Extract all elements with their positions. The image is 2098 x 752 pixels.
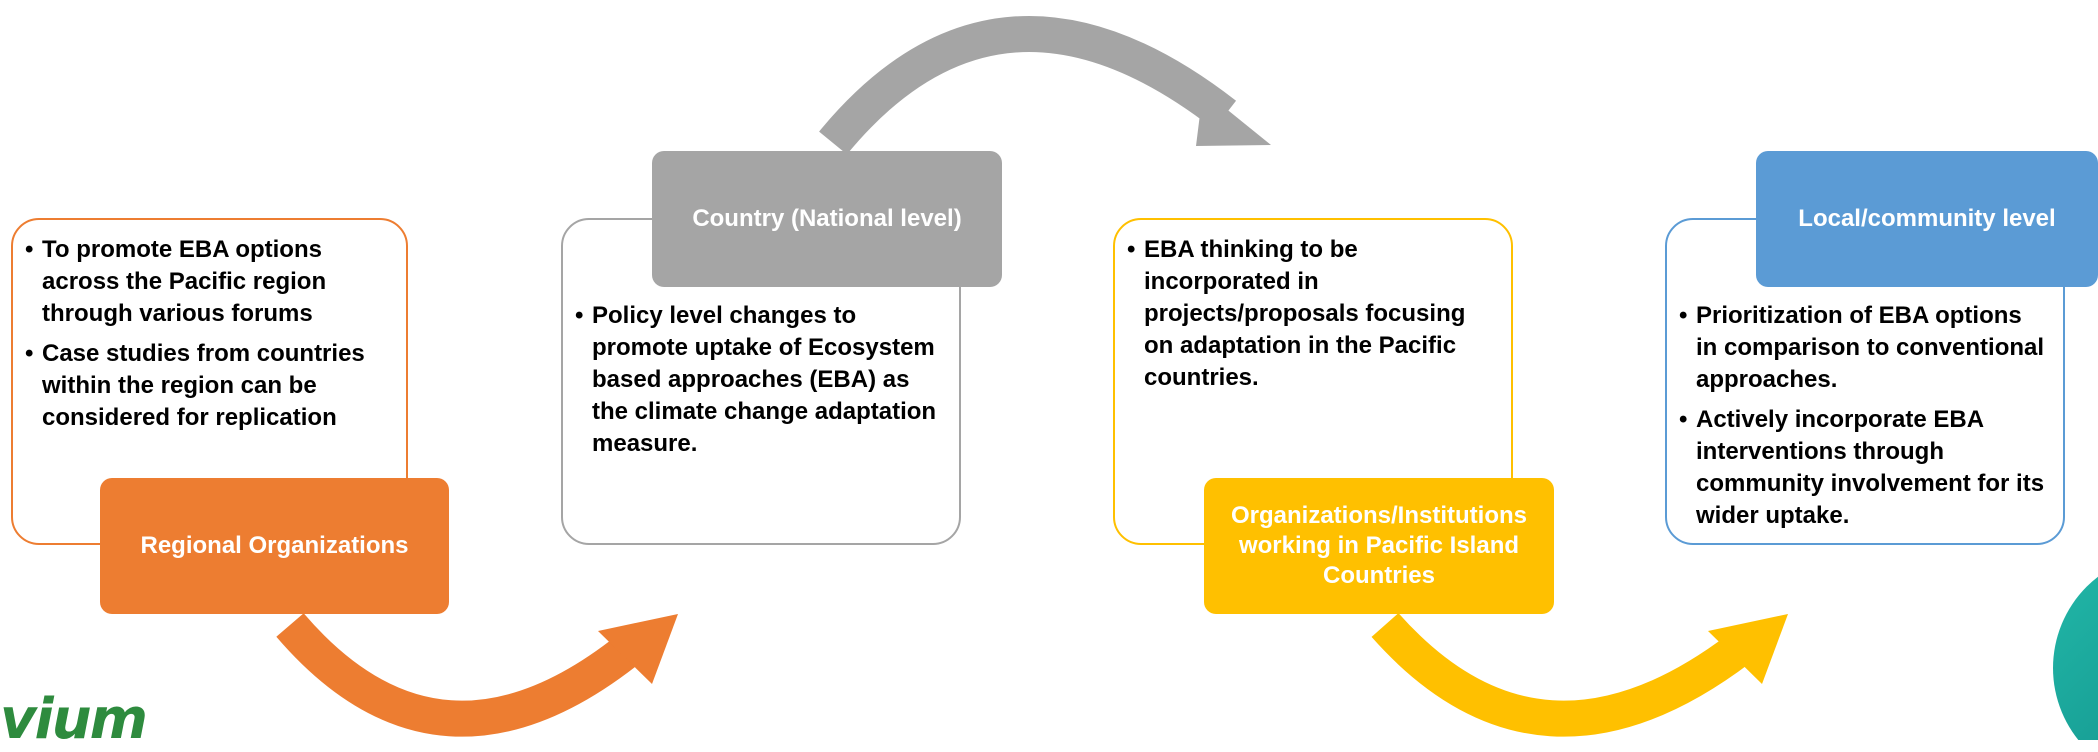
orgs-bullet-1: EBA thinking to be incorporated in proje…	[1127, 234, 1495, 394]
regional-organizations-label: Regional Organizations	[100, 478, 449, 614]
orange-curved-arrow	[276, 613, 678, 737]
local-bullet-2: Actively incorporate EBA interventions t…	[1679, 404, 2047, 532]
pacific-organizations-label: Organizations/Institutions working in Pa…	[1204, 478, 1554, 614]
gray-curved-arrow	[819, 16, 1271, 155]
local-community-label: Local/community level	[1756, 151, 2098, 287]
orgs-bullets: EBA thinking to be incorporated in proje…	[1127, 234, 1495, 394]
teal-corner-shape	[2053, 576, 2098, 740]
regional-bullet-1: To promote EBA options across the Pacifi…	[25, 234, 390, 330]
gold-curved-arrow	[1371, 613, 1788, 737]
local-bullets: Prioritization of EBA options in compari…	[1679, 300, 2047, 532]
regional-bullet-2: Case studies from countries within the r…	[25, 338, 390, 434]
country-bullet-1: Policy level changes to promote uptake o…	[575, 300, 943, 460]
country-national-label: Country (National level)	[652, 151, 1002, 287]
country-bullets: Policy level changes to promote uptake o…	[575, 300, 943, 460]
regional-bullets: To promote EBA options across the Pacifi…	[25, 234, 390, 434]
logo-wordmark-icon: vium	[0, 687, 148, 752]
local-bullet-1: Prioritization of EBA options in compari…	[1679, 300, 2047, 396]
